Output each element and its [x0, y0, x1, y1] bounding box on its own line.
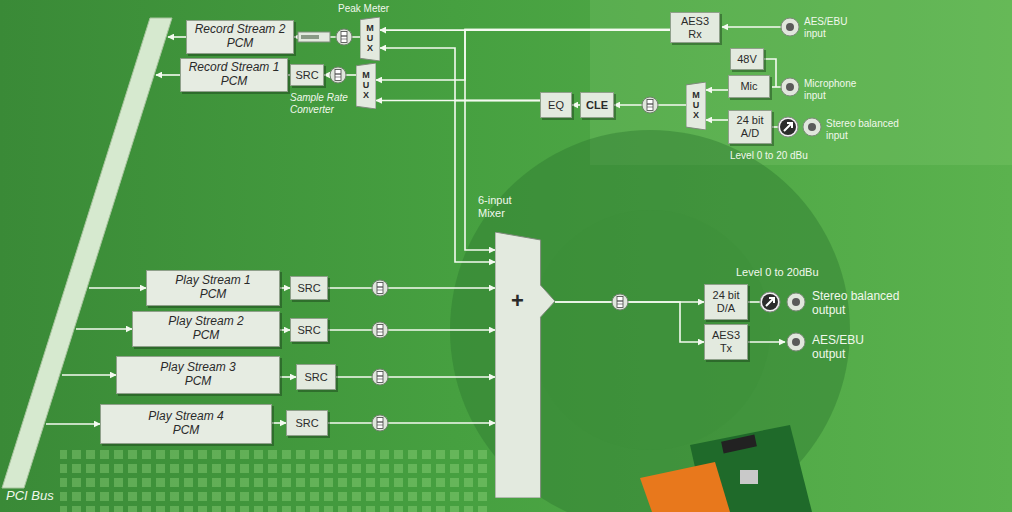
signal-connector — [555, 302, 704, 342]
src-box: SRC — [286, 410, 328, 436]
node-text: SRC — [295, 69, 318, 82]
signal-connector — [706, 119, 728, 121]
signal-connector — [280, 287, 290, 289]
signal-connector — [272, 422, 286, 424]
play-stream-box: Play Stream 2 PCM — [132, 311, 280, 347]
mic-preamp-box: Mic — [728, 75, 770, 98]
disc-shade — [530, 210, 770, 450]
signal-connector — [706, 89, 728, 91]
dac-box: 24 bit D/A — [704, 284, 748, 320]
node-text: Record Stream 2 PCM — [193, 23, 287, 51]
node-text: Record Stream 1 PCM — [187, 61, 281, 89]
signal-connector — [280, 329, 290, 331]
block-label: 6-input Mixer — [478, 194, 538, 219]
node-text: MUX — [365, 24, 375, 54]
level-label: Level 0 to 20 dBu — [730, 150, 808, 162]
node-text: Play Stream 3 PCM — [159, 361, 238, 389]
node-text: SRC — [297, 324, 320, 337]
signal-connector — [376, 30, 670, 81]
node-text: SRC — [304, 371, 327, 384]
io-connectors — [760, 18, 821, 351]
node-text: MUX — [361, 71, 371, 101]
play-stream-box: Play Stream 1 PCM — [146, 270, 280, 306]
node-text: CLE — [586, 99, 608, 112]
src-box: SRC — [296, 364, 336, 390]
node-text: 48V — [737, 53, 757, 66]
src-box: SRC — [290, 318, 328, 342]
block-label: Sample Rate Converter — [290, 92, 360, 115]
signal-connector — [572, 104, 580, 106]
play-stream-box: Play Stream 4 PCM — [100, 404, 272, 444]
cle-box: CLE — [580, 92, 614, 118]
input-label: Microphone input — [804, 78, 874, 101]
record-stream-box: Record Stream 1 PCM — [180, 58, 288, 92]
node-text: AES3 Rx — [679, 15, 711, 40]
input-label: Stereo balanced input — [826, 118, 908, 141]
node-text: SRC — [297, 282, 320, 295]
signal-connector — [328, 422, 495, 424]
output-label: AES/EBU output — [812, 334, 882, 362]
src-box: SRC — [290, 276, 328, 300]
signal-connector — [280, 376, 296, 378]
transmitter-box: AES3 Tx — [704, 324, 748, 360]
node-text: Play Stream 2 PCM — [167, 315, 246, 343]
card-photo — [640, 425, 812, 512]
grid-pattern — [60, 450, 490, 512]
record-stream-box: Record Stream 2 PCM — [186, 20, 294, 54]
disc-shade — [450, 130, 850, 512]
node-text: AES3 Tx — [710, 329, 742, 354]
signal-connector — [328, 329, 495, 331]
node-text: + — [511, 288, 524, 313]
play-stream-box: Play Stream 3 PCM — [116, 356, 280, 394]
peak-meter — [298, 32, 330, 42]
node-text: Mic — [740, 80, 757, 93]
src-box: SRC — [290, 64, 324, 86]
eq-box: EQ — [540, 92, 572, 118]
input-label: AES/EBU input — [804, 16, 866, 39]
node-text: Play Stream 4 PCM — [147, 410, 226, 438]
node-text: EQ — [548, 99, 564, 112]
level-label: Level 0 to 20dBu — [736, 266, 819, 279]
mux-block: MUX — [360, 17, 380, 61]
output-label: Stereo balanced output — [812, 290, 922, 318]
mux-block: MUX — [356, 63, 376, 109]
mixer-block-outline — [495, 232, 555, 498]
phantom-power-box: 48V — [730, 48, 764, 70]
bus-label: PCI Bus — [6, 489, 54, 504]
meter-label: Peak Meter — [338, 3, 389, 15]
node-text: 24 bit D/A — [711, 289, 741, 314]
node-text: 24 bit A/D — [735, 114, 765, 139]
signal-connector — [465, 30, 670, 251]
node-text: SRC — [295, 417, 318, 430]
node-text: MUX — [691, 91, 701, 121]
node-text: Play Stream 1 PCM — [174, 274, 253, 302]
level-faders — [330, 29, 658, 431]
adc-box: 24 bit A/D — [728, 110, 772, 144]
mux-block: MUX — [686, 82, 706, 130]
signal-connector — [336, 376, 495, 378]
signal-connector — [328, 287, 495, 289]
receiver-box: AES3 Rx — [670, 12, 720, 43]
mixer-block: + — [495, 232, 555, 498]
signal-connector — [380, 48, 540, 101]
